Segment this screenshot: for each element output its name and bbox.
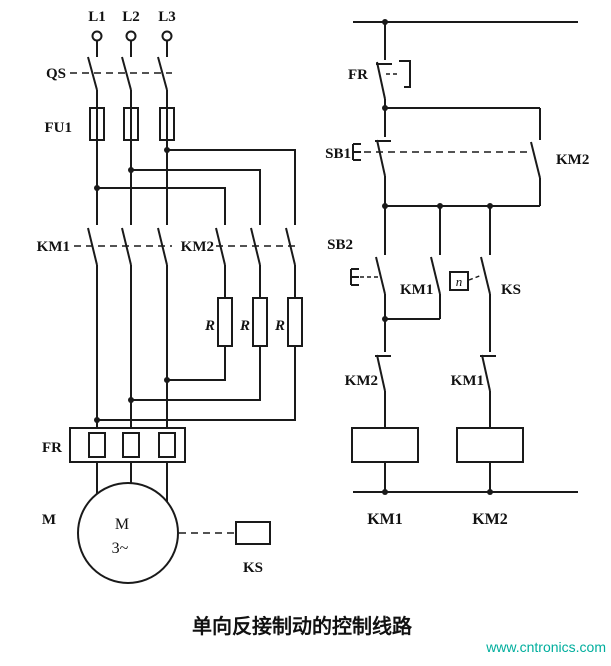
motor: M 3~ — [77, 482, 179, 584]
speed-switch-ks — [179, 521, 271, 545]
control-circuit: FR KM2 SB1 — [325, 19, 589, 528]
label-resistor-2: R — [239, 318, 250, 334]
main-circuit: L1 L2 L3 QS FU1 — [37, 9, 303, 584]
phase-wires — [94, 90, 170, 428]
label-sb2: SB2 — [327, 237, 353, 253]
watermark: www.cntronics.com — [485, 639, 606, 655]
fr-thermal-element — [69, 427, 186, 463]
phase-crossover-wiring — [94, 346, 296, 423]
qs-switch — [70, 41, 172, 91]
label-motor-outside: M — [42, 512, 56, 528]
diagram-title: 单向反接制动的控制线路 — [192, 614, 413, 638]
label-ks-contact: KS — [501, 282, 521, 298]
label-phase-l2: L2 — [122, 9, 140, 25]
phase-terminal-circles — [91, 30, 173, 42]
label-resistor-1: R — [204, 318, 215, 334]
label-km2-coil: KM2 — [472, 511, 508, 528]
label-km1-main: KM1 — [37, 239, 70, 255]
label-km2-main: KM2 — [181, 239, 214, 255]
label-fu1: FU1 — [45, 120, 73, 136]
label-fr-element: FR — [42, 440, 62, 456]
motor-phase-symbol: 3~ — [112, 540, 129, 557]
km2-coil — [456, 427, 524, 492]
sb1-stop-button — [352, 108, 530, 206]
label-km1-seal: KM1 — [400, 282, 433, 298]
km2-selfhold-contact — [530, 108, 541, 206]
km1-interlock-contact — [480, 354, 496, 428]
label-fr-contact: FR — [348, 67, 368, 83]
km2-main-contacts — [215, 227, 300, 298]
km1-main-contacts — [74, 227, 172, 266]
label-qs: QS — [46, 66, 66, 82]
motor-letter: M — [115, 516, 129, 533]
sb2-start-button — [350, 206, 386, 319]
km1-coil — [351, 427, 419, 492]
label-sb1: SB1 — [325, 146, 351, 162]
label-km1-interlock: KM1 — [451, 373, 484, 389]
label-km2-selfhold: KM2 — [556, 152, 589, 168]
label-resistor-3: R — [274, 318, 285, 334]
ks-speed-contact — [449, 206, 491, 352]
fr-nc-contact — [376, 22, 411, 108]
label-phase-l1: L1 — [88, 9, 106, 25]
braking-resistors — [217, 297, 303, 347]
km2-branch-feeds — [97, 149, 296, 225]
speed-symbol-n: n — [456, 274, 463, 289]
label-phase-l3: L3 — [158, 9, 176, 25]
motor-feed-wires — [96, 462, 168, 502]
km2-interlock-contact — [375, 319, 391, 428]
label-ks-box: KS — [243, 560, 263, 576]
label-km1-coil: KM1 — [367, 511, 403, 528]
km1-seal-contact — [430, 206, 441, 319]
label-km2-interlock: KM2 — [345, 373, 378, 389]
